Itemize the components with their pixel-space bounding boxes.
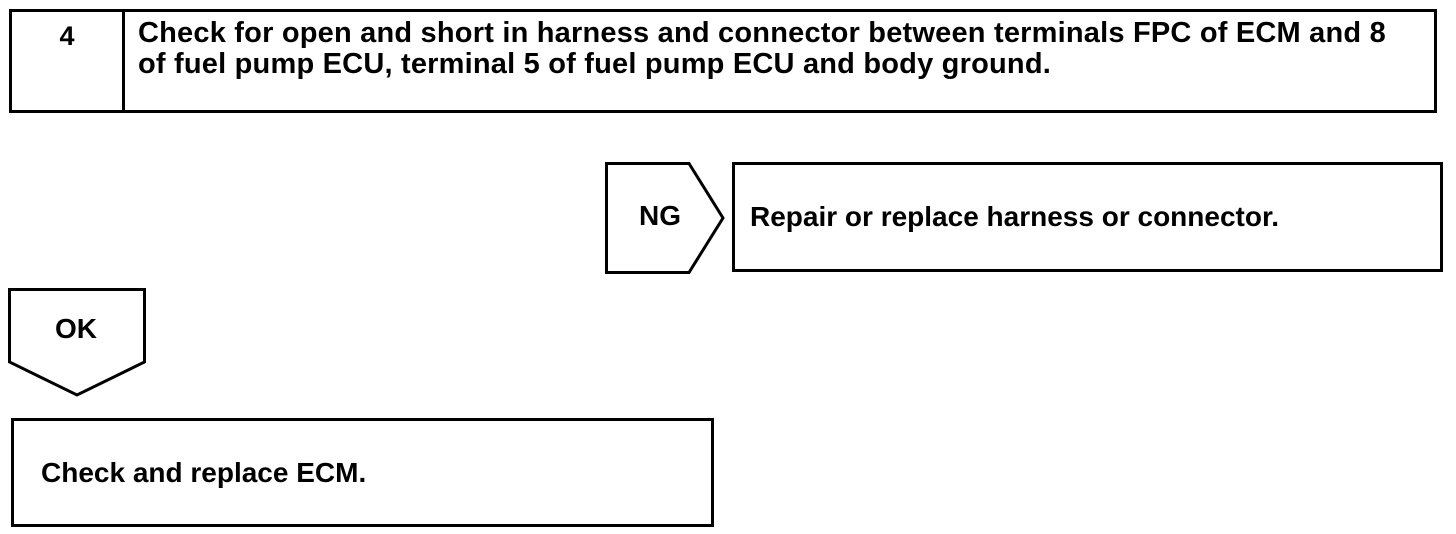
ok-result-text: Check and replace ECM. [41,457,367,488]
ok-result-box: Check and replace ECM. [11,418,714,527]
ok-arrow-shape [8,288,146,397]
ng-result-text: Repair or replace harness or connector. [750,201,1280,232]
ng-label: NG [639,200,681,231]
ng-arrow-shape [605,162,725,274]
step-title: Check for open and short in harness and … [138,17,1386,80]
ok-label: OK [55,313,97,344]
step-number: 4 [12,12,125,110]
step-header: 4 Check for open and short in harness an… [9,9,1437,113]
ng-result-box: Repair or replace harness or connector. [732,162,1443,272]
